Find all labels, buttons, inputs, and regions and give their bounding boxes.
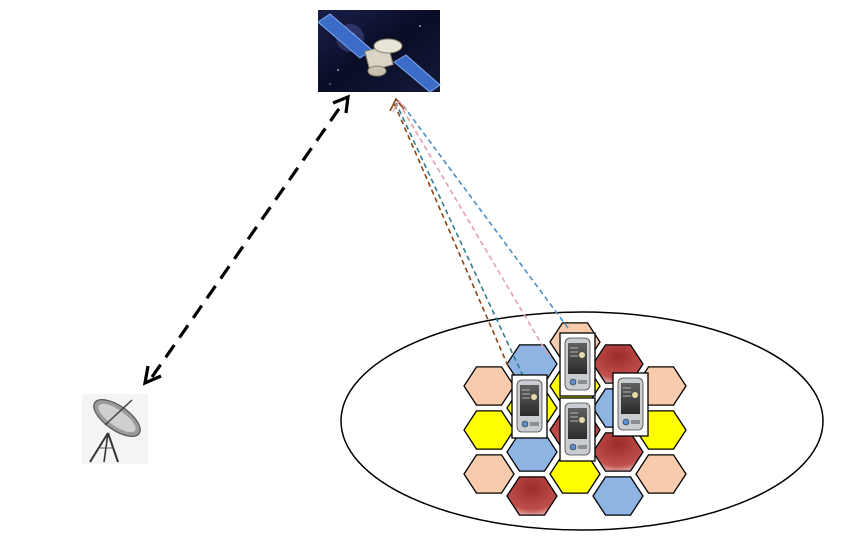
user-devices: [511, 332, 649, 462]
arrowhead-up: [332, 94, 350, 114]
user-link-brown: [393, 102, 509, 367]
hex-cell: [463, 454, 515, 494]
user-links: [389, 97, 569, 377]
ground-station-node: [82, 394, 148, 464]
satellite-icon: [317, 13, 441, 93]
arrowhead-down: [142, 365, 162, 386]
hex-cell: [463, 366, 515, 406]
coverage-area: [340, 311, 824, 531]
user-link-teal: [395, 102, 524, 377]
feeder-link: [142, 94, 350, 386]
user-link-arrowhead: [389, 97, 405, 112]
smartphone-icon: [612, 372, 649, 437]
user-link-pink: [398, 102, 549, 356]
hex-cell: [592, 432, 644, 472]
satellite-dish-icon: [89, 399, 141, 463]
hex-cell: [506, 476, 558, 516]
hex-cell: [592, 476, 644, 516]
hex-cell: [463, 410, 515, 450]
user-link-arrowhead: [392, 99, 408, 113]
smartphone-icon: [511, 374, 548, 439]
smartphone-icon: [559, 397, 596, 462]
hex-cell: [635, 454, 687, 494]
satellite-node: [317, 10, 441, 93]
smartphone-icon: [559, 332, 596, 397]
user-link-blue: [401, 103, 569, 329]
